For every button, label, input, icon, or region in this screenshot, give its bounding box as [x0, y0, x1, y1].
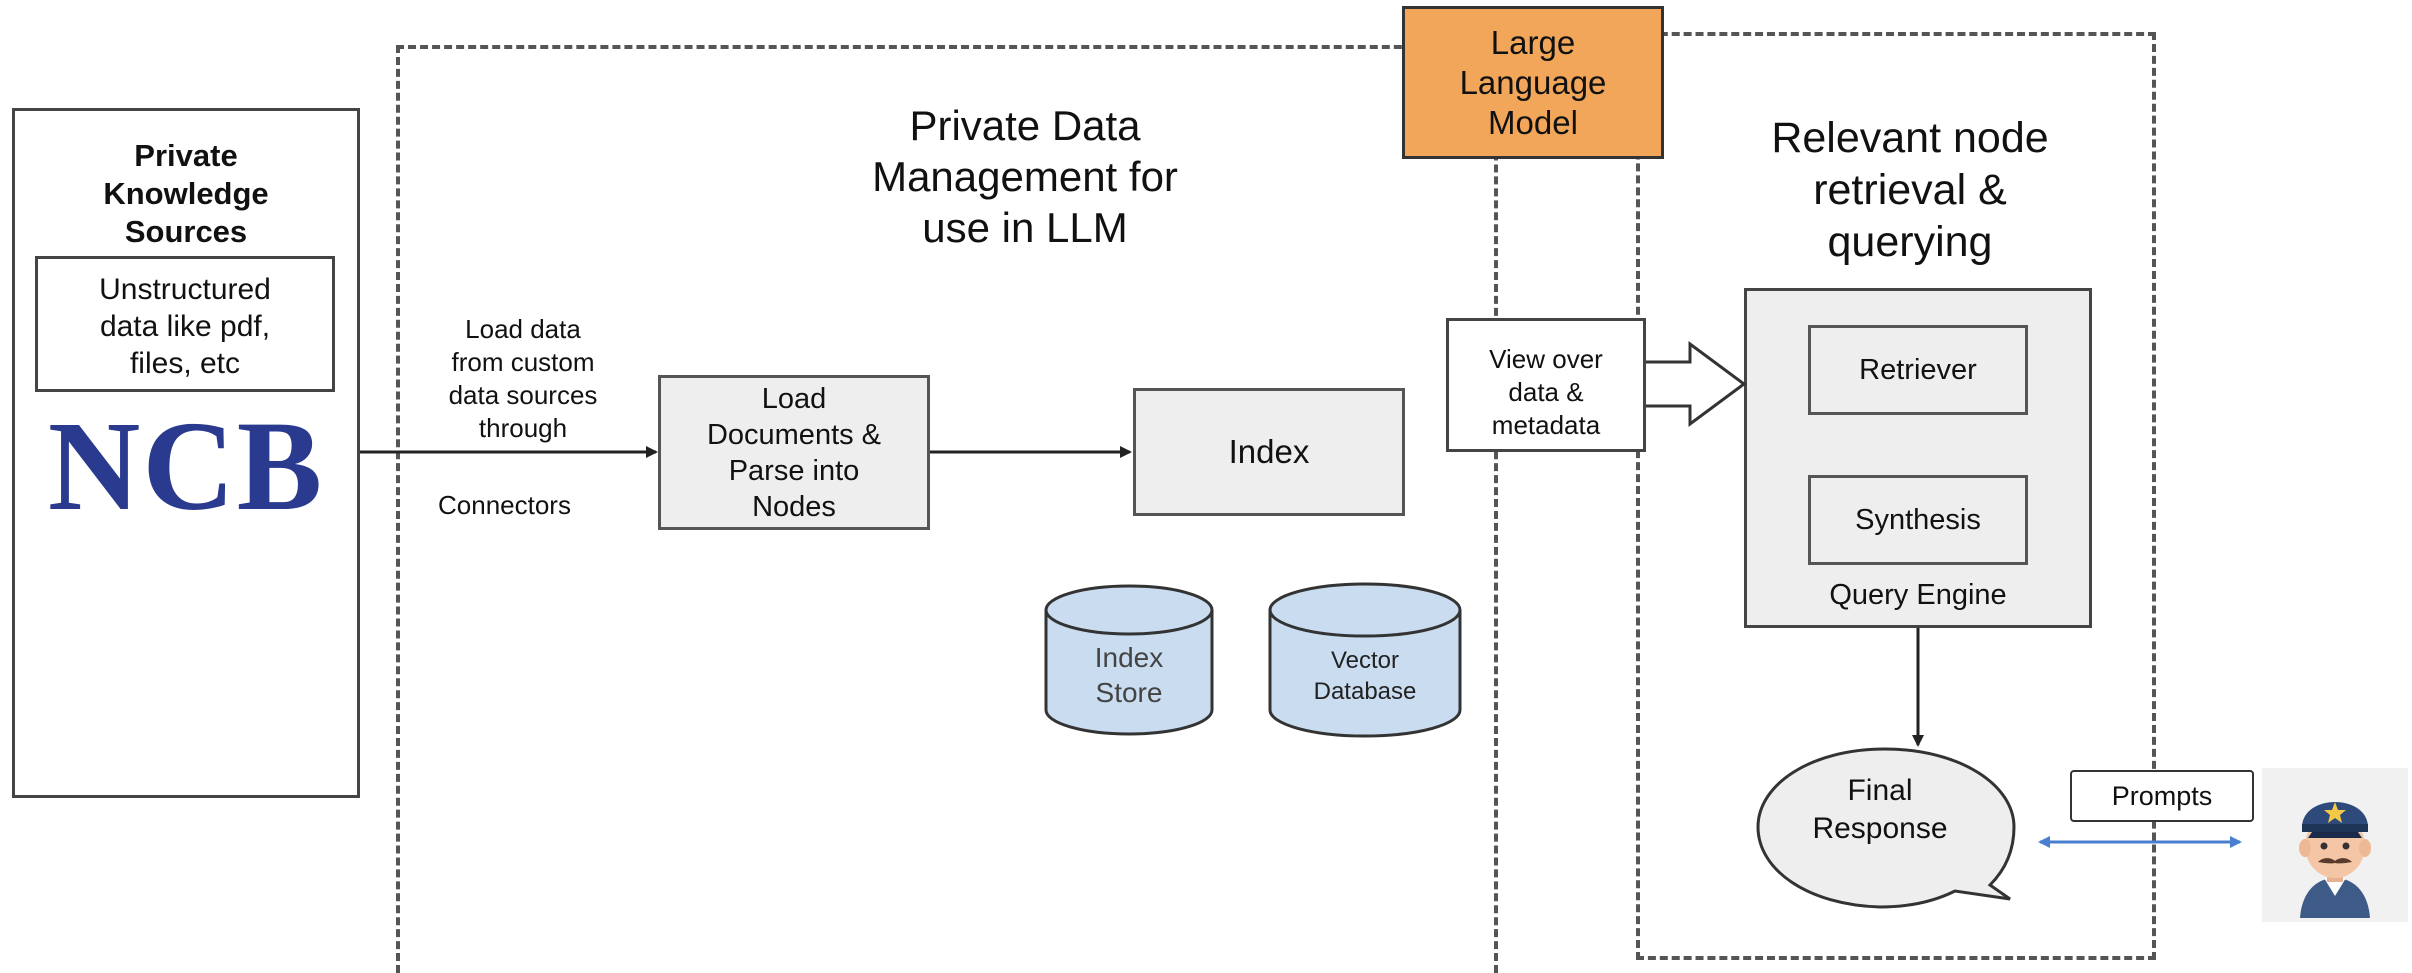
police-officer-icon — [2299, 802, 2371, 918]
retrieval-title: Relevant node retrieval & querying — [1771, 114, 2049, 266]
vector-database-cylinder — [1268, 582, 1462, 738]
private-data-management-region — [396, 45, 1498, 973]
final-response-bubble — [1756, 747, 2016, 909]
unstructured-data-box: Unstructured data like pdf, files, etc — [35, 256, 335, 392]
index-box: Index — [1133, 388, 1405, 516]
query-engine-label: Query Engine — [1829, 579, 2007, 611]
load-documents-box: Load Documents & Parse into Nodes — [658, 375, 930, 530]
retriever-box: Retriever — [1808, 325, 2028, 415]
index-store-label: Index Store — [1094, 642, 1164, 708]
user-avatar — [2262, 768, 2408, 922]
final-response-label: Final Response — [1812, 774, 1948, 845]
private-knowledge-sources-panel: Private Knowledge Sources Unstructured d… — [12, 108, 360, 798]
ncb-logo: NCB — [47, 395, 325, 537]
query-engine-box: Retriever Synthesis Query Engine — [1744, 288, 2092, 628]
connectors-text: Connectors — [438, 490, 571, 520]
vector-database-label: Vector Database — [1313, 647, 1417, 705]
prompts-label-box: Prompts — [2070, 770, 2254, 822]
view-over-data-box: View over data & metadata — [1446, 318, 1646, 452]
private-data-management-title: Private Data Management for use in LLM — [872, 102, 1178, 251]
synthesis-box: Synthesis — [1808, 475, 2028, 565]
large-language-model-box: Large Language Model — [1402, 6, 1664, 159]
connector-label: Load data from custom data sources throu… — [448, 314, 598, 443]
private-knowledge-sources-title: Private Knowledge Sources — [103, 138, 269, 249]
view-to-query-engine-arrow — [1646, 341, 1747, 427]
index-store-cylinder — [1044, 584, 1214, 736]
retrieval-region — [1636, 32, 2156, 960]
